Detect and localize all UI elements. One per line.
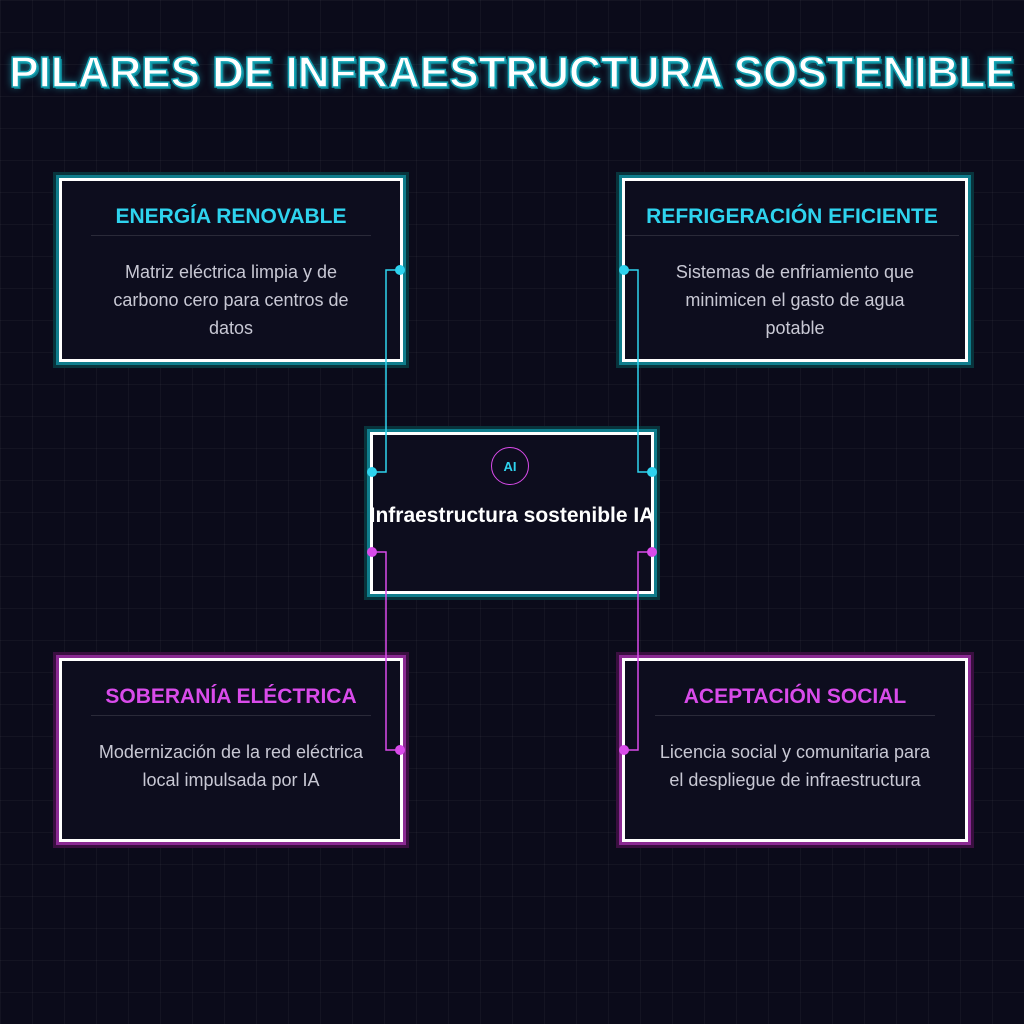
connector-energia	[372, 269, 400, 473]
pillar-description: Modernización de la red eléctrica local …	[98, 742, 364, 790]
pillar-title: ACEPTACIÓN SOCIAL	[655, 685, 935, 716]
ai-badge-icon: AI	[491, 447, 529, 485]
connector-dot	[367, 467, 377, 477]
connector-dot	[647, 467, 657, 477]
pillar-card-soberania-electrica: SOBERANÍA ELÉCTRICA Modernización de la …	[59, 658, 403, 842]
center-label: Infraestructura sostenible IA	[369, 504, 655, 527]
pillar-description: Matriz eléctrica limpia y de carbono cer…	[113, 262, 349, 338]
pillar-card-refrigeracion-eficiente: REFRIGERACIÓN EFICIENTE Sistemas de enfr…	[622, 178, 968, 362]
connector-soberania	[372, 551, 400, 751]
pillar-title: REFRIGERACIÓN EFICIENTE	[625, 205, 959, 236]
pillar-title: ENERGÍA RENOVABLE	[91, 205, 371, 236]
pillar-description: Sistemas de enfriamiento que minimicen e…	[675, 262, 915, 338]
connector-dot	[619, 745, 629, 755]
pillar-card-aceptacion-social: ACEPTACIÓN SOCIAL Licencia social y comu…	[622, 658, 968, 842]
pillar-title: SOBERANÍA ELÉCTRICA	[91, 685, 371, 716]
connector-dot	[395, 265, 405, 275]
pillar-description: Licencia social y comunitaria para el de…	[659, 742, 931, 790]
connector-dot	[619, 265, 629, 275]
connector-dot	[647, 547, 657, 557]
diagram-title: PILARES DE INFRAESTRUCTURA SOSTENIBLE	[8, 47, 1015, 98]
connector-dot	[367, 547, 377, 557]
connector-refrigeracion	[624, 269, 652, 473]
pillar-card-energia-renovable: ENERGÍA RENOVABLE Matriz eléctrica limpi…	[59, 178, 403, 362]
connector-aceptacion	[624, 551, 652, 751]
connector-dot	[395, 745, 405, 755]
